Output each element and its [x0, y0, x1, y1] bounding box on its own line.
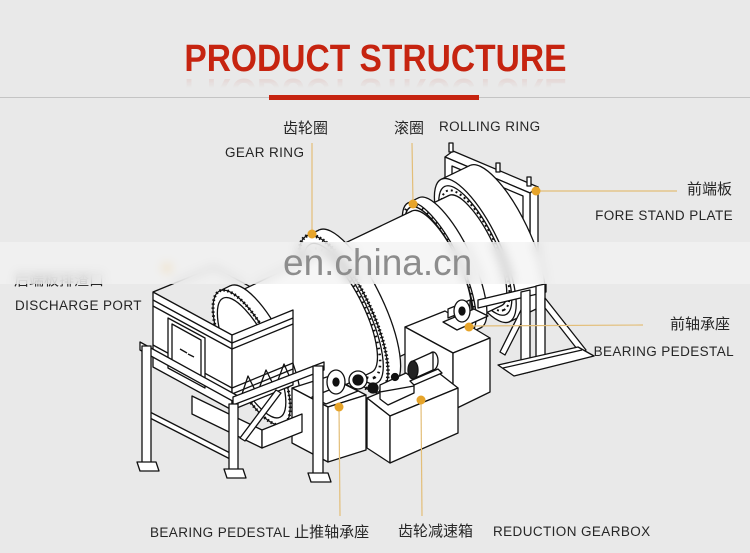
fore-stand-plate-lug: [448, 142, 454, 153]
door-handle: [187, 353, 195, 358]
discharge-hopper-side: [261, 413, 303, 449]
reduction-gearbox-leader: [420, 399, 423, 517]
drive-pinion-hub: [352, 374, 364, 386]
thrust-bearing-pedestal-marker: [334, 402, 344, 412]
coupling: [390, 372, 400, 382]
door-handle: [179, 348, 188, 354]
fore-frame-base-plate: [497, 346, 595, 377]
reduction-gearbox-marker: [416, 395, 426, 405]
thrust-bearing-pedestal-label-cn: 止推轴承座: [294, 523, 370, 541]
front-support-roller-hub: [458, 306, 466, 316]
thrust-foundation-front: [327, 394, 367, 463]
fore-end-collar-upper-edge: [440, 164, 471, 180]
fore-stand-plate-lug: [495, 162, 501, 173]
fore-stand-plate-label-cn: 前端板: [686, 180, 732, 198]
motor-base: [409, 368, 443, 386]
discharge-port-label-en: DISCHARGE PORT: [15, 298, 142, 313]
fore-frame-base-edge: [502, 349, 583, 369]
hood-frame-brace: [239, 389, 282, 442]
fore-stand-plate-lug: [526, 176, 532, 187]
thrust-bearing-pedestal-label: BEARING PEDESTAL 止推轴承座: [150, 524, 369, 541]
leg-foot-plate: [307, 472, 332, 483]
rolling-ring-marker: [408, 199, 418, 209]
thrust-bearing-pedestal-label-en: BEARING PEDESTAL: [150, 525, 290, 540]
gearbox-foundation-front: [389, 387, 459, 464]
hood-rail: [152, 299, 233, 344]
hood-hopper-fins: [239, 363, 292, 401]
watermark-text: en.china.cn: [283, 242, 473, 283]
title-wrapper: PRODUCT STRUCTURE: [0, 40, 750, 78]
title-underline: [269, 95, 479, 100]
hood-frame-leg: [228, 403, 239, 474]
fore-stand-plate-label-en: FORE STAND PLATE: [595, 208, 733, 223]
reduction-gearbox-label-cn: 齿轮减速箱: [398, 522, 474, 540]
hood-frame-leg: [312, 365, 324, 478]
reduction-gearbox-seam: [379, 385, 415, 393]
leg-foot-plate: [136, 461, 160, 472]
fore-frame-leg: [535, 283, 546, 365]
hood-rail: [231, 317, 294, 344]
hood-frame-leg: [141, 345, 152, 467]
gear-ring-bolt-circle: [305, 247, 382, 380]
coupling: [367, 382, 379, 394]
gear-ring-label-en: GEAR RING: [225, 145, 305, 160]
hood-rail: [152, 305, 233, 350]
gear-ring-marker: [307, 229, 317, 239]
hood-rail: [231, 368, 294, 395]
motor-fan-guard: [407, 360, 419, 380]
hood-frame-beam: [232, 361, 325, 406]
hood-rail: [231, 323, 294, 350]
watermark-band: en.china.cn: [0, 242, 750, 284]
rolling-ring-leader: [411, 142, 414, 205]
reduction-gearbox-label-en: REDUCTION GEARBOX: [493, 524, 651, 539]
front-bearing-pedestal-label-en: BEARING PEDESTAL: [593, 344, 734, 359]
front-bearing-pedestal-label-cn: 前轴承座: [669, 315, 730, 333]
page-title: PRODUCT STRUCTURE: [183, 38, 567, 80]
leg-foot-plate: [223, 468, 247, 479]
fore-stand-plate-marker: [531, 186, 541, 196]
gear-ring-label-cn: 齿轮圈: [283, 119, 329, 137]
rolling-ring-label-en: ROLLING RING: [439, 119, 541, 134]
rolling-ring-label-cn: 滚圈: [394, 119, 425, 137]
thrust-support-roller-hub: [332, 377, 340, 387]
front-bearing-pedestal-marker: [464, 322, 474, 332]
fore-end-collar-bolt-circle: [440, 189, 511, 312]
thrust-bearing-pedestal-leader: [338, 406, 341, 517]
front-bearing-pedestal-leader: [468, 324, 644, 327]
